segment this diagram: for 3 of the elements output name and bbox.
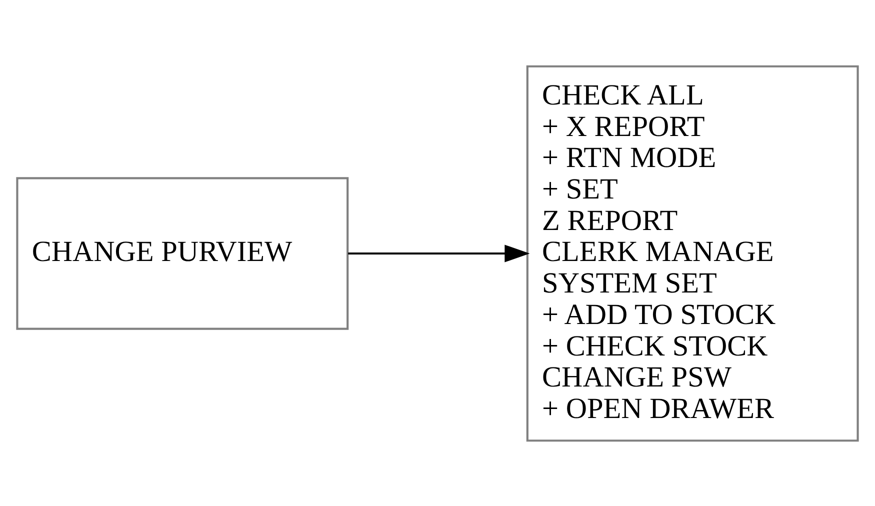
node-box: CHECK ALL + X REPORT + RTN MODE + SET Z REPORT CLERK MANAGE SYSTEM SET + ADD TO STOCK + CHECK STOCK CHANGE PSW + OPEN DRAWER bbox=[526, 64, 859, 442]
arrow bbox=[348, 244, 530, 262]
node-box: CHANGE PURVIEW bbox=[16, 176, 349, 330]
